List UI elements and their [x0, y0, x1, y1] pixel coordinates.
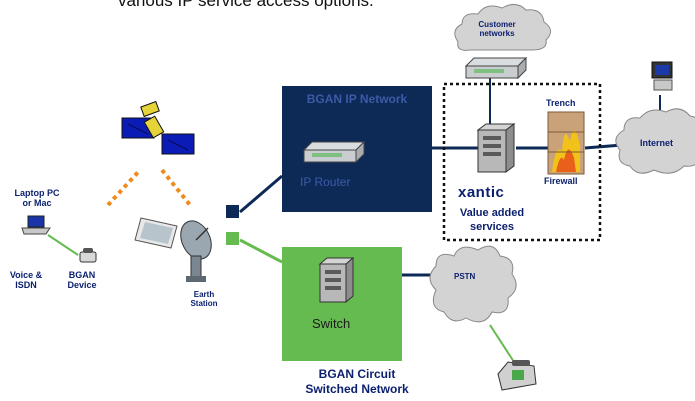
headline-text: various IP service access options.	[118, 0, 374, 10]
laptop-label-line2: or Mac	[22, 198, 52, 209]
bgan-device-label: BGAN Device	[62, 270, 102, 291]
internet-cloud-icon	[615, 108, 695, 174]
customer-networks-label: Customer networks	[470, 20, 524, 38]
switch-icon	[318, 256, 355, 304]
pstn-cloud-icon	[429, 245, 517, 323]
voice-label-line1: Voice &	[9, 270, 43, 280]
customer-label-line1: Customer	[478, 20, 516, 29]
ip-connector-square	[226, 205, 239, 218]
satellite-icon	[121, 100, 195, 155]
firewall-icon	[547, 111, 585, 175]
circuit-title-line1: BGAN Circuit	[318, 367, 396, 381]
firewall-label: Firewall	[544, 176, 578, 186]
bgan-ip-network-title: BGAN IP Network	[306, 92, 408, 106]
vas-line2: services	[469, 220, 515, 233]
server-icon	[476, 123, 516, 173]
earth-station-label: Earth Station	[182, 290, 226, 308]
earth-label-line2: Station	[190, 299, 218, 309]
connections	[47, 70, 661, 366]
pstn-label: PSTN	[454, 272, 476, 281]
customer-cloud-icon	[454, 4, 551, 51]
voice-isdn-label: Voice & ISDN	[6, 270, 46, 291]
bgan-label-line2: Device	[67, 280, 97, 291]
sat-link-right	[160, 168, 192, 207]
value-added-frame	[442, 82, 602, 242]
customer-label-line2: networks	[479, 29, 515, 39]
value-added-services-label: Value added services	[448, 207, 536, 235]
bgan-label-line1: BGAN	[68, 270, 96, 280]
pstn-to-phone-line	[489, 324, 517, 366]
router-icon	[302, 140, 366, 164]
laptop-to-device-line	[47, 234, 79, 256]
circuit-link-line	[239, 238, 283, 264]
dish-icon	[180, 220, 212, 282]
vas-line1: Value added	[459, 207, 525, 219]
phone-icon	[79, 248, 97, 263]
sat-link-left	[106, 168, 142, 207]
bgan-circuit-network-title: BGAN Circuit Switched Network	[282, 367, 432, 397]
xantic-logo: xantic	[458, 184, 505, 201]
voice-label-line2: ISDN	[15, 280, 37, 291]
firewall-to-internet-line	[584, 143, 623, 150]
pstn-phone-icon	[497, 360, 537, 391]
ip-link-line	[239, 174, 283, 214]
laptop-label-line1: Laptop PC	[14, 188, 60, 198]
circuit-connector-square	[226, 232, 239, 245]
laptop-label: Laptop PC or Mac	[12, 188, 62, 209]
customer-router-icon	[464, 56, 528, 80]
trench-label: Trench	[546, 98, 576, 108]
internet-label: Internet	[640, 138, 674, 148]
earth-label-line1: Earth	[193, 290, 215, 299]
ip-router-label: IP Router	[300, 175, 351, 189]
circuit-title-line2: Switched Network	[305, 382, 409, 396]
workstation-icon	[651, 61, 673, 91]
switch-label: Switch	[312, 316, 351, 331]
laptop-icon	[21, 215, 51, 235]
terminal-icon	[134, 217, 178, 249]
